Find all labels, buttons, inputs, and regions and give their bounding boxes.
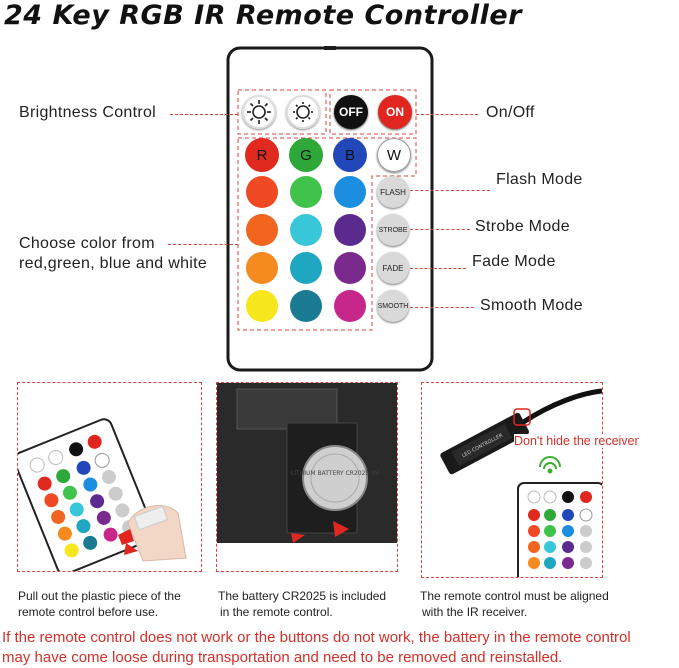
flash-button[interactable]: FLASH [377, 176, 409, 208]
off-label: OFF [339, 105, 363, 119]
leader-strobe [410, 229, 470, 230]
b-label: B [344, 146, 355, 164]
photo-panel-battery: LITHIUM BATTERY CR2025 3V [216, 382, 398, 572]
green-button[interactable]: G [289, 138, 323, 172]
photo-panel-receiver: LED CONTROLLER [421, 382, 603, 578]
sun-icon [247, 100, 271, 124]
white-button[interactable]: W [377, 138, 411, 172]
smooth-label: SMOOTH [377, 302, 409, 310]
color-button[interactable] [246, 252, 278, 284]
leader-brightness [170, 114, 238, 115]
off-button[interactable]: OFF [334, 95, 368, 129]
smooth-button[interactable]: SMOOTH [377, 290, 409, 322]
remote-control: OFF ON R G B W FLASH STROBE FADE SMOOTH [226, 46, 434, 372]
color-button[interactable] [246, 214, 278, 246]
caption-1-line1: Pull out the plastic piece of the [18, 589, 181, 603]
warning-line1: If the remote control does not work or t… [2, 629, 631, 646]
remote-hand-illustration [18, 418, 187, 571]
r-label: R [256, 146, 268, 164]
label-fade: Fade Mode [472, 253, 556, 270]
color-button[interactable] [290, 176, 322, 208]
fade-button[interactable]: FADE [377, 252, 409, 284]
caption-1-line2: remote control before use. [18, 605, 159, 619]
color-button[interactable] [334, 176, 366, 208]
battery-illustration: LITHIUM BATTERY CR2025 3V [217, 383, 397, 543]
w-label: W [386, 146, 402, 164]
label-onoff: On/Off [486, 104, 535, 121]
battery-text: LITHIUM BATTERY CR2025 3V [291, 470, 380, 477]
color-button[interactable] [334, 252, 366, 284]
leader-choose-color [168, 244, 238, 245]
label-flash: Flash Mode [496, 171, 583, 188]
label-strobe: Strobe Mode [475, 218, 570, 235]
sun-dim-icon [293, 102, 313, 122]
label-choose-color-line2: red,green, blue and white [19, 255, 208, 272]
leader-fade [410, 268, 466, 269]
g-label: G [300, 146, 312, 164]
label-choose-color-line1: Choose color from [19, 235, 155, 252]
blue-button[interactable]: B [333, 138, 367, 172]
photo-panel-pull-tab [17, 382, 202, 572]
caption-2-line1: The battery CR2025 is included [218, 589, 387, 603]
wifi-signal-icon [539, 456, 561, 474]
color-button[interactable] [246, 290, 278, 322]
color-button[interactable] [290, 252, 322, 284]
label-brightness: Brightness Control [19, 104, 157, 121]
leader-flash [410, 190, 490, 191]
brightness-down-button[interactable] [286, 95, 320, 129]
label-smooth: Smooth Mode [480, 297, 583, 314]
strobe-label: STROBE [378, 226, 408, 234]
red-button[interactable]: R [245, 138, 279, 172]
color-button[interactable] [334, 214, 366, 246]
caption-2-line2: in the remote control. [220, 605, 333, 619]
color-button[interactable] [246, 176, 278, 208]
color-button[interactable] [334, 290, 366, 322]
receiver-note: Don't hide the receiver [514, 434, 639, 448]
on-button[interactable]: ON [378, 95, 412, 129]
page-title: 24 Key RGB IR Remote Controller [4, 0, 522, 31]
color-button[interactable] [290, 290, 322, 322]
brightness-up-button[interactable] [242, 95, 276, 129]
caption-3-line1: The remote control must be aligned [420, 589, 609, 603]
leader-onoff [416, 114, 478, 115]
leader-smooth [410, 307, 474, 308]
warning-line2: may have come loose during transportatio… [2, 649, 563, 666]
receiver-illustration: LED CONTROLLER [440, 388, 602, 577]
fade-label: FADE [382, 263, 404, 273]
caption-3-line2: with the IR receiver. [422, 605, 528, 619]
flash-label: FLASH [380, 187, 406, 197]
on-label: ON [386, 105, 404, 119]
strobe-button[interactable]: STROBE [377, 214, 409, 246]
color-button[interactable] [290, 214, 322, 246]
